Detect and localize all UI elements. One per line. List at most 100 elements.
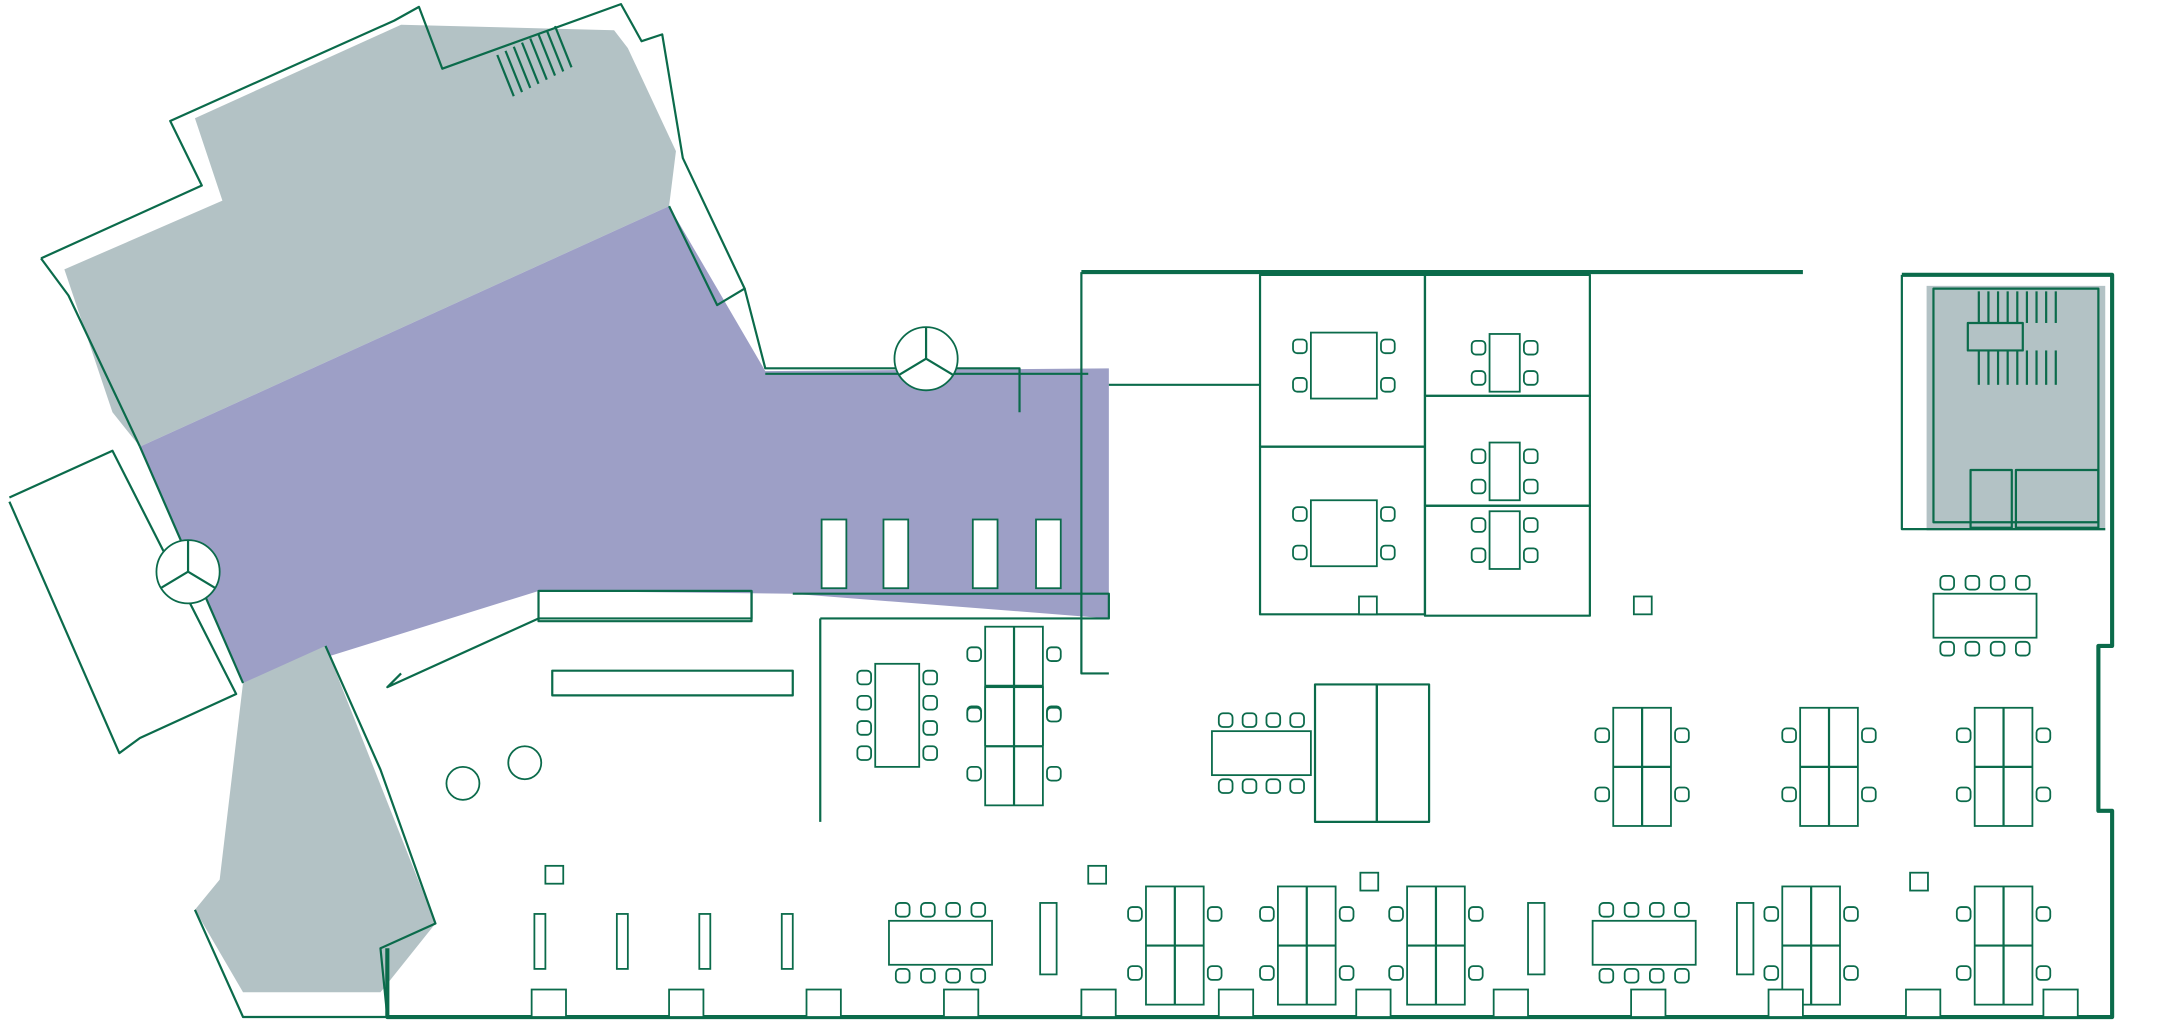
- chair-icon: [1623, 968, 1640, 984]
- chair-icon: [1468, 906, 1484, 922]
- chair-icon: [1523, 478, 1539, 495]
- chair-icon: [1470, 339, 1487, 356]
- chair-icon: [1674, 786, 1690, 803]
- window-mullion: [530, 988, 567, 1018]
- chair-icon: [1470, 448, 1487, 465]
- desk-cluster: [1145, 885, 1205, 1006]
- shelf: [1039, 902, 1058, 976]
- chair-icon: [1217, 778, 1234, 794]
- chair-icon: [1674, 727, 1690, 744]
- chair-icon: [1046, 765, 1062, 782]
- chair-icon: [1781, 727, 1797, 744]
- chair-icon: [894, 902, 911, 918]
- chair-icon: [2035, 727, 2052, 744]
- desk-cluster: [1799, 706, 1859, 827]
- desk-cluster: [1781, 885, 1841, 1006]
- chair-icon: [1598, 968, 1615, 984]
- chair-icon: [1955, 786, 1972, 803]
- shelf: [533, 913, 547, 970]
- chair-icon: [1989, 640, 2006, 657]
- chair-icon: [1380, 338, 1396, 355]
- chair-icon: [945, 902, 961, 918]
- desk-cluster: [1406, 885, 1466, 1006]
- chair-icon: [2035, 906, 2052, 922]
- chair-icon: [1292, 544, 1308, 561]
- window-mullion: [1767, 988, 1804, 1018]
- chair-icon: [1292, 377, 1308, 393]
- chair-icon: [1380, 506, 1396, 522]
- meeting-table: [1488, 441, 1521, 502]
- window-mullion: [1217, 988, 1255, 1018]
- desk-cluster: [1973, 885, 2034, 1006]
- chair-icon: [1380, 544, 1396, 561]
- chair-icon: [1241, 778, 1258, 794]
- window-mullion: [1355, 988, 1392, 1018]
- chair-icon: [922, 694, 938, 711]
- chair-icon: [1241, 712, 1258, 728]
- chair-icon: [1594, 727, 1611, 744]
- chair-icon: [1523, 547, 1539, 563]
- meeting-table: [1932, 592, 2038, 639]
- chair-icon: [1292, 338, 1308, 355]
- chair-icon: [856, 669, 872, 686]
- chair-icon: [1468, 965, 1484, 981]
- lounge-seat: [971, 518, 999, 590]
- shelf: [698, 913, 712, 970]
- round-table: [445, 765, 481, 801]
- chair-icon: [1206, 906, 1223, 922]
- chair-icon: [966, 706, 982, 723]
- round-table: [507, 745, 543, 781]
- window-mullion: [943, 988, 980, 1018]
- chair-icon: [1843, 965, 1859, 981]
- chair-icon: [2035, 786, 2052, 803]
- chair-icon: [2035, 965, 2052, 981]
- meeting-table: [1488, 333, 1521, 393]
- chair-icon: [1470, 370, 1487, 386]
- column: [1909, 871, 1929, 892]
- desk-cluster: [984, 686, 1044, 807]
- chair-icon: [920, 902, 936, 918]
- chair-icon: [2015, 574, 2031, 591]
- chair-icon: [1648, 902, 1665, 918]
- chair-icon: [920, 968, 936, 984]
- column: [1358, 595, 1378, 616]
- meeting-table: [1488, 510, 1521, 570]
- column: [1087, 864, 1108, 885]
- shelf: [615, 913, 629, 970]
- chair-icon: [1259, 965, 1275, 981]
- window-mullion: [1630, 988, 1667, 1018]
- chair-icon: [922, 745, 938, 761]
- lobby-area: [139, 206, 1109, 684]
- chair-icon: [1259, 906, 1275, 922]
- chair-icon: [856, 694, 872, 711]
- chair-icon: [1127, 965, 1143, 981]
- lounge-seat: [1035, 518, 1062, 590]
- chair-icon: [1843, 906, 1859, 922]
- window-mullion: [1905, 988, 1942, 1018]
- chair-icon: [1206, 965, 1223, 981]
- chair-icon: [1265, 778, 1282, 794]
- chair-icon: [1964, 640, 1981, 657]
- elevator-icon: [1966, 321, 2100, 529]
- shelf: [1736, 902, 1755, 976]
- chair-icon: [1470, 517, 1487, 533]
- meeting-table: [1309, 331, 1378, 400]
- core-area-southwest: [194, 645, 436, 993]
- chair-icon: [1861, 727, 1877, 744]
- lounge-seat: [882, 518, 910, 590]
- core-area-north: [64, 24, 676, 447]
- chair-icon: [1338, 965, 1355, 981]
- chair-icon: [1623, 902, 1640, 918]
- chair-icon: [1470, 547, 1487, 563]
- window-mullion: [1492, 988, 1529, 1018]
- meeting-table: [1309, 499, 1378, 568]
- shelf: [780, 913, 794, 970]
- meeting-table: [888, 919, 993, 966]
- chair-icon: [894, 968, 911, 984]
- chair-icon: [1523, 370, 1539, 386]
- chair-icon: [1470, 478, 1487, 495]
- chair-icon: [1955, 965, 1972, 981]
- chair-icon: [1338, 906, 1355, 922]
- chair-icon: [856, 745, 872, 761]
- chair-icon: [1046, 706, 1062, 723]
